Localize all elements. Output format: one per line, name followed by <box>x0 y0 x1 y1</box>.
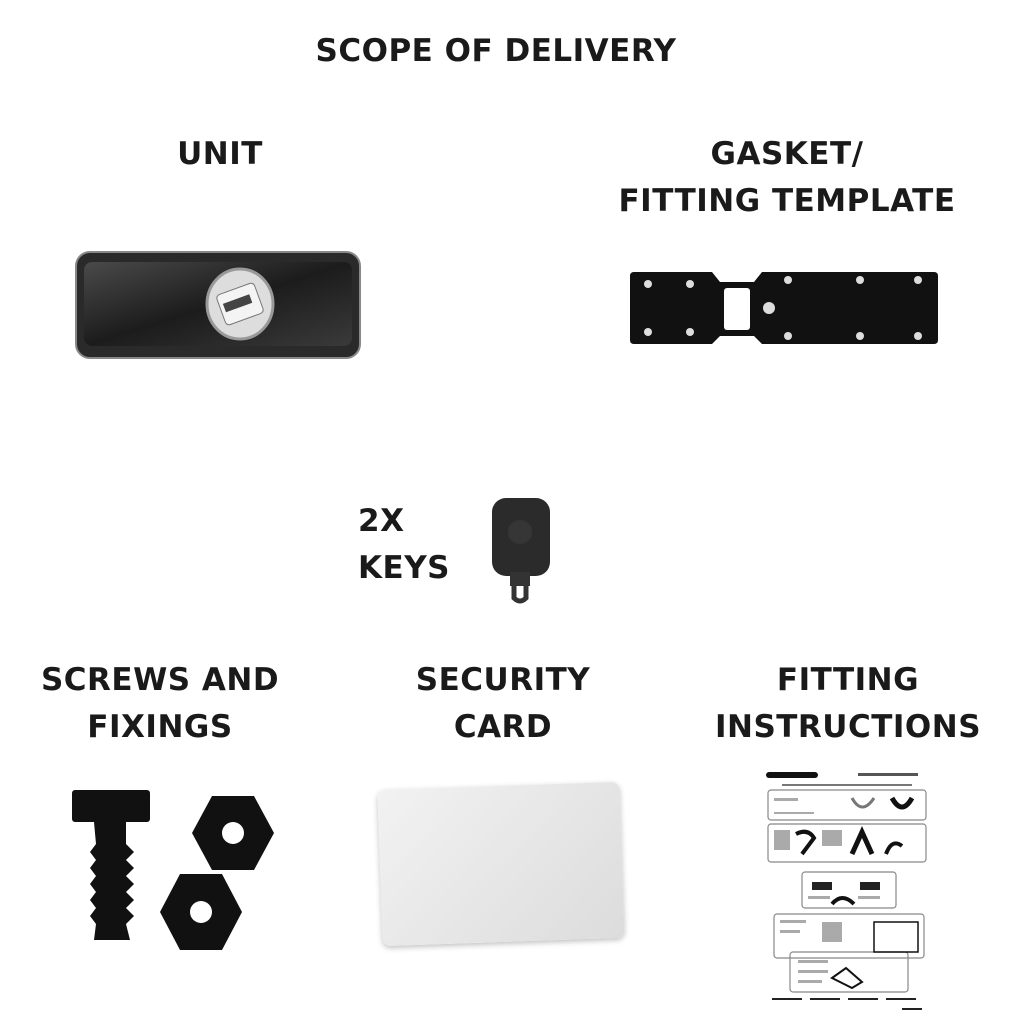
keys-label: 2X KEYS <box>358 498 450 592</box>
security-card-image <box>377 781 625 947</box>
card-label-line: CARD <box>453 709 553 745</box>
keys-label-line: KEYS <box>358 550 450 586</box>
page-title: SCOPE OF DELIVERY <box>315 33 677 69</box>
fitting-instructions-image <box>762 768 932 1014</box>
unit-image <box>75 251 361 359</box>
gasket-label: GASKET/ FITTING TEMPLATE <box>619 131 956 225</box>
unit-label: UNIT <box>177 131 263 178</box>
screw-icon <box>72 790 150 940</box>
gasket-label-line: GASKET/ <box>710 136 864 172</box>
hex-nut-icon <box>160 874 242 950</box>
screws-and-fixings-image <box>72 790 274 950</box>
keys-label-line: 2X <box>358 503 405 539</box>
unit-label-line: UNIT <box>177 136 263 172</box>
screws-label-line: FIXINGS <box>87 709 233 745</box>
gasket-label-line: FITTING TEMPLATE <box>618 183 956 219</box>
screws-label: SCREWS AND FIXINGS <box>41 657 279 751</box>
instructions-label-line: FITTING <box>776 662 920 698</box>
screws-label-line: SCREWS AND <box>40 662 280 698</box>
card-label: SECURITY CARD <box>416 657 590 751</box>
hex-nut-icon <box>192 796 274 870</box>
key-image <box>492 498 550 604</box>
instructions-label: FITTING INSTRUCTIONS <box>715 657 981 751</box>
gasket-template-image <box>630 272 938 344</box>
instructions-label-line: INSTRUCTIONS <box>714 709 982 745</box>
card-label-line: SECURITY <box>415 662 591 698</box>
